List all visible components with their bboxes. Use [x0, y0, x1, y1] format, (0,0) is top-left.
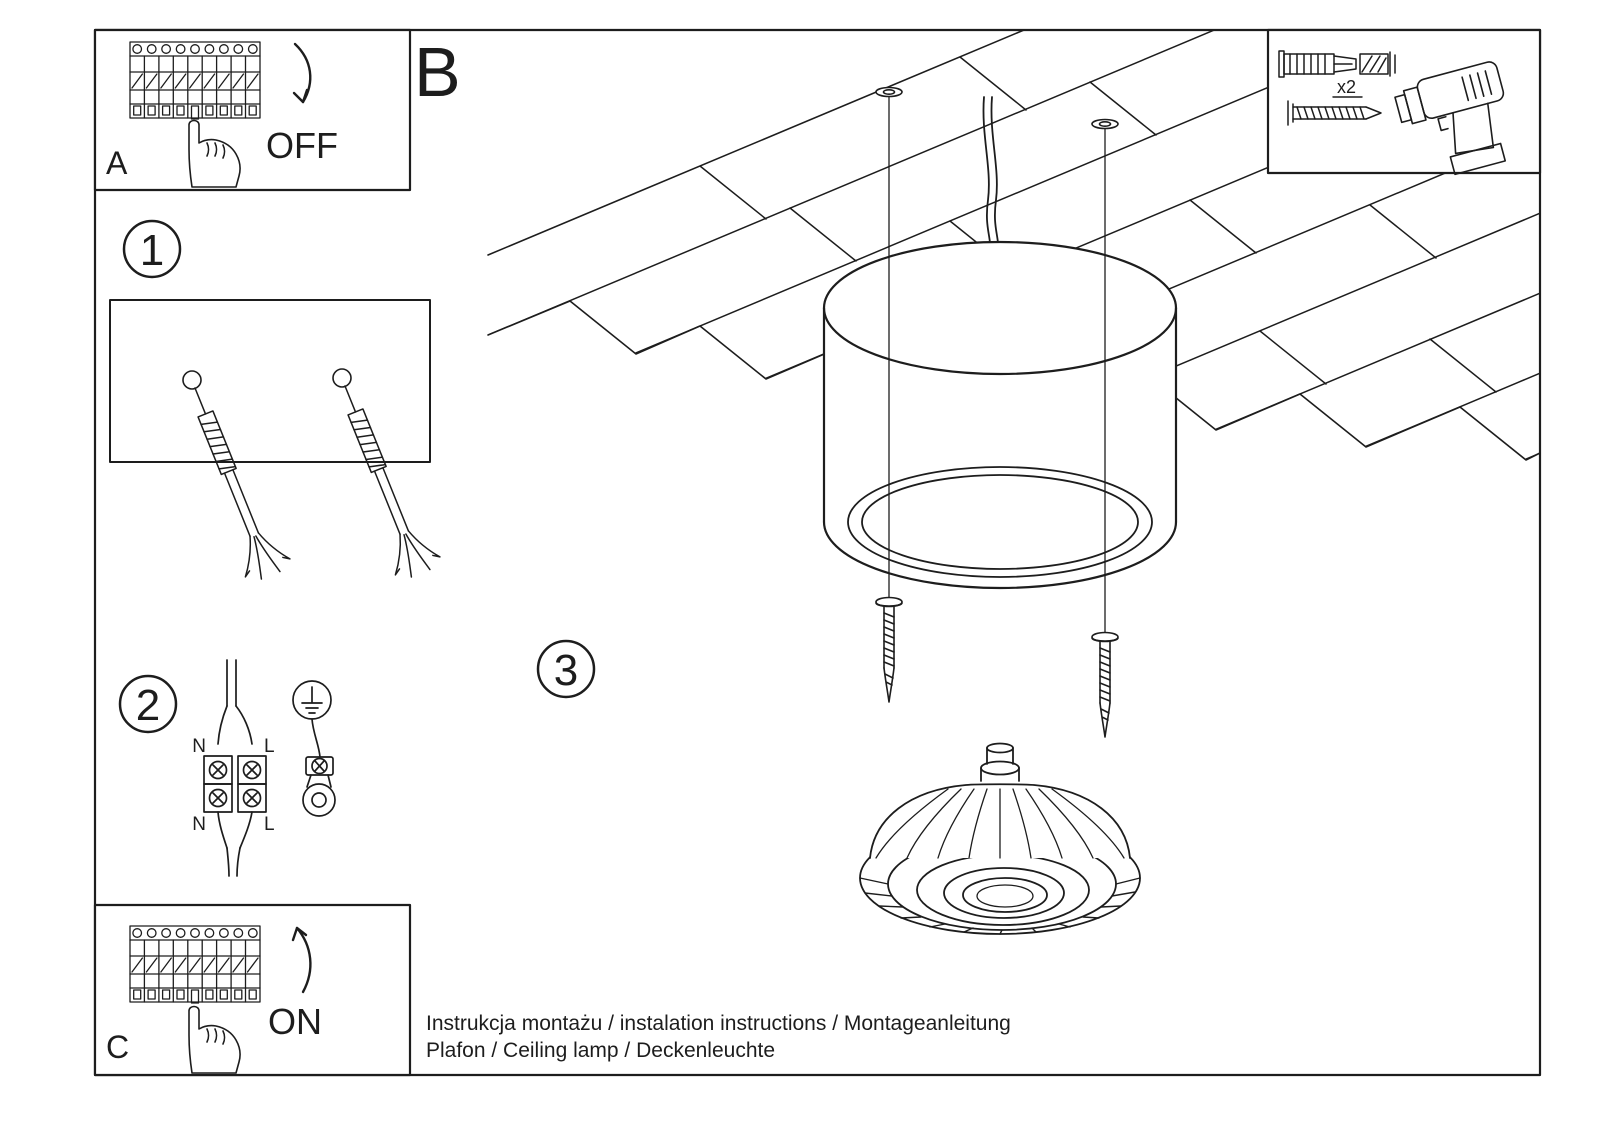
light-bulb: [859, 742, 1141, 935]
bulb-dome-ribs: [875, 788, 1125, 859]
step-1-number: 1: [140, 226, 164, 275]
wire-l-bottom-label: L: [264, 814, 275, 835]
step-3-badge: 3: [536, 639, 596, 699]
arrow-up-icon: [291, 926, 312, 994]
drill-template-box: [109, 299, 431, 463]
screw-guide-lines: [888, 96, 1106, 634]
step-a-box: OFF A: [93, 28, 412, 192]
step-3-illustration: 3: [487, 29, 1541, 935]
footer-line-1: Instrukcja montażu / instalation instruc…: [426, 1012, 1011, 1035]
step-2-number: 2: [136, 681, 160, 730]
drill-hole-right: [332, 368, 352, 388]
step-c-box: ON C: [93, 903, 412, 1077]
ceiling-screw-head-right: [1091, 118, 1119, 130]
step-1-badge: 1: [122, 219, 182, 279]
wall-anchor-icon-right: [321, 376, 444, 584]
step-1-diagram: 1: [109, 219, 444, 586]
ceiling-screw-head-left: [875, 86, 903, 98]
step-a-label: A: [106, 145, 128, 181]
power-cable: [982, 96, 999, 244]
wall-anchor-icon-left: [171, 378, 294, 586]
plug-with-screw-icon: [1359, 51, 1396, 77]
drill-icon: [1394, 61, 1507, 176]
wall-plug-icon: [1278, 50, 1357, 78]
ceiling-planks-edge: [487, 29, 1025, 256]
terminal-block: [203, 755, 267, 813]
footer: Instrukcja montażu / instalation instruc…: [426, 1012, 1011, 1062]
cable-clamp-icon: [302, 718, 336, 817]
section-b-label: B: [414, 33, 461, 111]
off-label: OFF: [266, 125, 338, 166]
ground-symbol-icon: [292, 680, 332, 720]
mounting-screw-left: [875, 596, 903, 703]
footer-line-2: Plafon / Ceiling lamp / Deckenleuchte: [426, 1039, 775, 1062]
wire-n-top-label: N: [192, 736, 206, 757]
step-2-badge: 2: [118, 674, 178, 734]
tools-box: x2: [1266, 28, 1542, 176]
arrow-down-icon: [292, 42, 312, 104]
step-3-number: 3: [554, 646, 578, 695]
bulb-rim-segments: [859, 877, 1141, 935]
on-label: ON: [268, 1001, 322, 1042]
screw-icon: [1287, 100, 1382, 126]
quantity-label: x2: [1337, 77, 1356, 97]
drill-hole-left: [182, 370, 202, 390]
step-2-diagram: 2 N L N L: [118, 659, 336, 877]
wire-l-top-label: L: [264, 736, 275, 757]
mounting-screw-right: [1091, 631, 1119, 738]
wire-n-bottom-label: N: [192, 814, 206, 835]
lamp-body: [822, 240, 1178, 590]
wiring-diagram: N L N L: [192, 659, 275, 877]
page-border: [93, 28, 1542, 1077]
step-c-label: C: [106, 1029, 129, 1065]
